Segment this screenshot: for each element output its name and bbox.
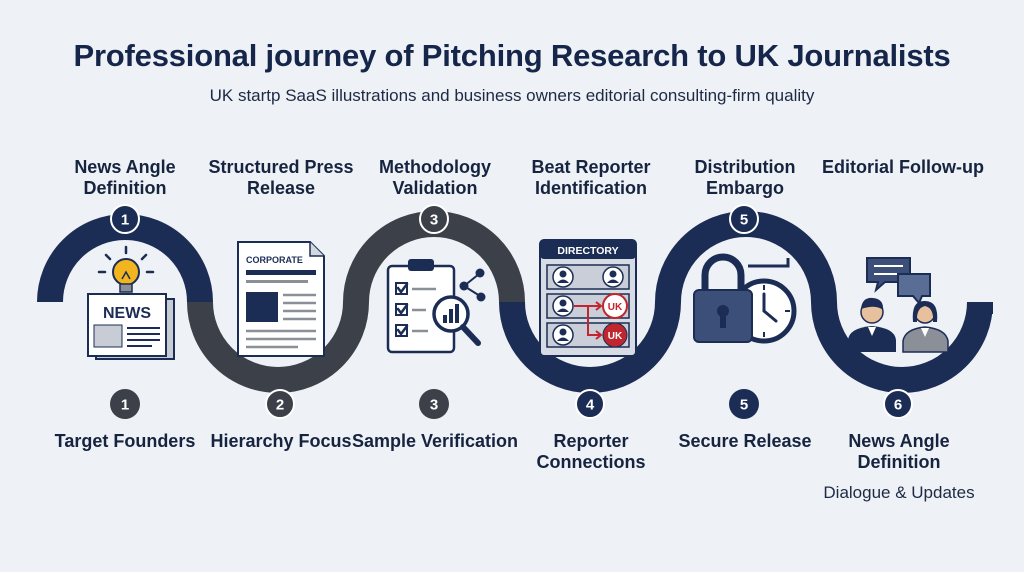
svg-text:3: 3 [430,212,438,229]
stage-6-bottom-note: Dialogue & Updates [823,483,975,502]
stage-4-number-badge: 4 [575,389,605,419]
stage-2-number-badge: 2 [265,389,295,419]
stage-5-top-label: Distribution Embargo [694,157,796,198]
stage-4-bottom-label: Reporter Connections [536,431,646,472]
svg-text:5: 5 [740,397,748,414]
stage-3-number-badge: 3 [419,389,449,419]
road-segment-6 [811,301,993,393]
svg-text:1: 1 [121,397,129,414]
stage-3-bottom-label: Sample Verification [351,431,519,451]
newspaper-lightbulb-icon: NEWS [87,245,175,360]
stage-6-number-badge: 6 [883,389,913,419]
road-segment-2 [187,301,369,393]
road-segment-4 [499,301,681,393]
svg-text:2: 2 [276,397,284,414]
stage-1-bottom-label: Target Founders [54,431,196,451]
stage-6-bottom-label: News Angle Definition [848,431,950,472]
stage-2-bottom-label: Hierarchy Focus [210,431,352,451]
svg-text:CORPORATE: CORPORATE [246,255,303,265]
stage-1-top-label: News Angle Definition [74,157,176,198]
stage-4-top-label: Beat Reporter Identification [531,157,651,198]
top-marker-5: 5 [729,204,759,234]
stage-1-number-badge: 1 [110,389,140,419]
stage-2-top-label: Structured Press Release [208,157,354,198]
checklist-magnifier-icon [386,259,486,354]
stage-3-top-label: Methodology Validation [379,157,491,198]
svg-text:4: 4 [586,397,595,414]
stage-6-top-label: Editorial Follow-up [822,157,984,177]
svg-text:NEWS: NEWS [103,305,151,322]
svg-text:UK: UK [608,331,623,342]
svg-text:5: 5 [740,212,748,229]
top-marker-1: 1 [110,204,140,234]
svg-text:UK: UK [608,302,623,313]
svg-text:DIRECTORY: DIRECTORY [557,245,618,257]
svg-text:3: 3 [430,397,438,414]
top-marker-3: 3 [419,204,449,234]
page-title: Professional journey of Pitching Researc… [73,38,951,73]
conversation-people-icon [848,257,949,353]
press-release-document-icon: CORPORATE [237,241,325,357]
page-subtitle: UK startp SaaS illustrations and busines… [209,86,815,105]
svg-text:6: 6 [894,397,902,414]
stage-5-number-badge: 5 [729,389,759,419]
reporter-directory-icon: DIRECTORY UK UK [539,239,637,357]
stage-5-bottom-label: Secure Release [678,431,812,451]
padlock-clock-icon [693,253,797,344]
svg-text:1: 1 [121,212,129,229]
